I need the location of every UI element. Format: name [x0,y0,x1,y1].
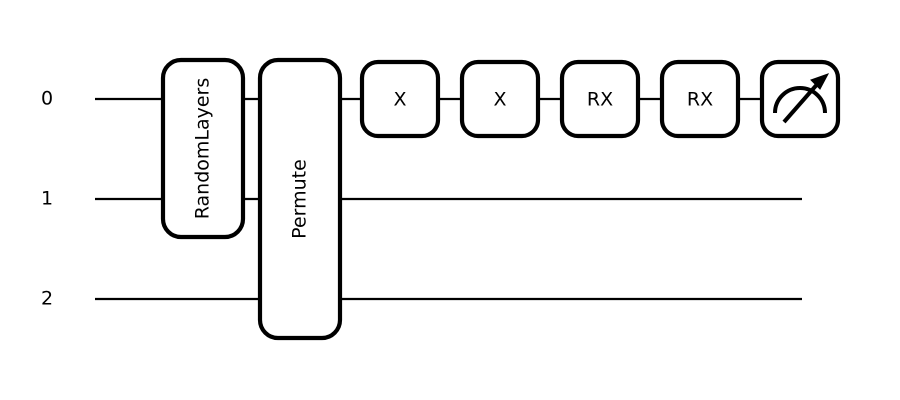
gate-rx-2[interactable]: RX [659,59,741,139]
gate-randomlayers-label: RandomLayers [192,78,214,220]
gate-measurement-box[interactable] [759,59,841,139]
wire-label-0: 0 [41,88,53,110]
gate-rx-2-box[interactable] [659,59,741,139]
wire-labels: 0 1 2 [41,88,53,310]
gate-x-2-box[interactable] [459,59,541,139]
wire-label-2: 2 [41,288,53,310]
gate-rx-2-label: RX [687,89,713,111]
gate-rx-1-label: RX [587,89,613,111]
gate-measurement[interactable] [759,59,841,139]
gate-permute[interactable]: Permute [257,57,343,341]
gate-x-1-label: X [393,89,406,111]
gate-x-1-box[interactable] [359,59,441,139]
wire-label-1: 1 [41,188,53,210]
gate-permute-box[interactable] [257,57,343,341]
gate-x-2-label: X [493,89,506,111]
gate-rx-1-box[interactable] [559,59,641,139]
measure-meter-icon [773,73,830,124]
gate-x-1[interactable]: X [359,59,441,139]
gate-randomlayers-box[interactable] [160,57,246,240]
gate-rx-1[interactable]: RX [559,59,641,139]
gate-x-2[interactable]: X [459,59,541,139]
gate-permute-label: Permute [289,159,311,239]
gate-randomlayers[interactable]: RandomLayers [160,57,246,240]
wire-lines [95,97,802,301]
